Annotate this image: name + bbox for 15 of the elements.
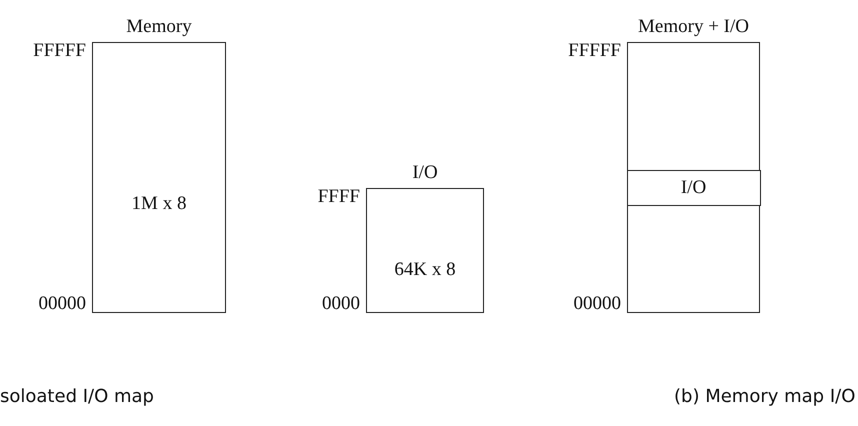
address-label: 0000 bbox=[322, 293, 360, 315]
block-heading: I/O bbox=[412, 162, 438, 184]
address-label: FFFF bbox=[318, 186, 360, 208]
address-label: FFFFF bbox=[33, 40, 86, 62]
address-label: 00000 bbox=[574, 293, 621, 315]
size-label: 1M x 8 bbox=[132, 193, 186, 215]
region-label: I/O bbox=[680, 177, 706, 199]
size-label: 64K x 8 bbox=[394, 259, 456, 281]
io-region-band bbox=[626, 170, 760, 206]
block-heading: Memory + I/O bbox=[638, 16, 749, 38]
address-label: FFFFF bbox=[568, 40, 621, 62]
figure-caption: (b) Memory map I/O bbox=[674, 386, 856, 407]
address-label: 00000 bbox=[38, 293, 86, 315]
figure-caption: soloated I/O map bbox=[0, 386, 154, 407]
block-heading: Memory bbox=[126, 16, 192, 38]
